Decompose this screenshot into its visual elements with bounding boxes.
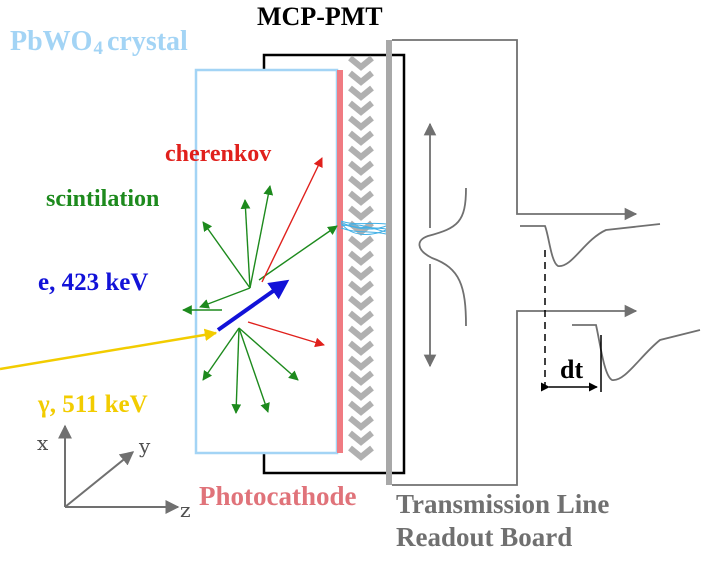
readout-board: [386, 40, 392, 485]
gamma-label: γ, 511 keV: [38, 391, 148, 418]
photocathode-label: Photocathode: [199, 481, 357, 511]
mcp-chevron-icon: [348, 295, 374, 311]
electron-label: e, 423 keV: [38, 269, 149, 296]
dt-marker: [540, 250, 602, 392]
mcp-chevron-icon: [348, 175, 374, 191]
scintillation-ray: [199, 287, 251, 309]
scintillation-ray: [258, 225, 338, 281]
cherenkov-photons: [247, 157, 325, 348]
coordinate-axes: [58, 424, 180, 514]
upper-waveform-icon: [520, 223, 661, 267]
scintillation-ray: [249, 185, 274, 289]
cherenkov-ray: [247, 321, 325, 348]
lower-waveform-icon: [572, 324, 701, 381]
gamma-ray: [0, 328, 218, 371]
transmission-line-label: Transmission Line: [396, 489, 610, 519]
mcp-chevron-icon: [348, 265, 374, 281]
mcp-chevron-icon: [348, 340, 374, 356]
mcp-chevron-icon: [348, 445, 374, 461]
scintillation-ray: [238, 327, 270, 413]
mcp-chevron-icon: [348, 190, 374, 206]
upper-signal-wire: [392, 39, 638, 221]
photon-bunch: [340, 220, 387, 235]
pulse-waveform-icon: [418, 187, 467, 327]
mcp-chevron-stack: [348, 55, 374, 461]
readout-board-label: Readout Board: [396, 522, 573, 552]
transmission-lines: [392, 39, 638, 486]
crystal-label-subscript: 4: [93, 38, 103, 59]
scintillation-ray: [202, 221, 251, 289]
mcp-chevron-icon: [348, 280, 374, 296]
mcp-chevron-icon: [348, 235, 374, 251]
mcp-chevron-icon: [348, 370, 374, 386]
scintillation-ray: [238, 327, 299, 381]
scintillation-ray: [231, 327, 242, 414]
pbwo4-crystal: [194, 68, 339, 455]
cherenkov-label: cherenkov: [165, 141, 272, 167]
propagation-indicator: [418, 122, 467, 368]
mcp-chevron-icon: [348, 115, 374, 131]
mcp-chevron-icon: [348, 205, 374, 221]
mcp-chevron-icon: [348, 385, 374, 401]
mcp-pmt-title: MCP-PMT: [257, 2, 383, 31]
z-axis-label: z: [180, 498, 191, 522]
mcp-chevron-icon: [348, 310, 374, 326]
y-axis-label: y: [139, 434, 151, 458]
mcp-chevron-icon: [348, 400, 374, 416]
electron-track: [216, 279, 290, 332]
mcp-chevron-icon: [348, 355, 374, 371]
mcp-chevron-icon: [348, 100, 374, 116]
mcp-chevron-icon: [348, 430, 374, 446]
mcp-chevron-icon: [348, 145, 374, 161]
scintillation-ray: [240, 199, 251, 289]
mcp-chevron-icon: [348, 55, 374, 71]
mcp-chevron-icon: [348, 250, 374, 266]
crystal-label-main: PbWO: [10, 26, 93, 57]
mcp-chevron-icon: [348, 130, 374, 146]
mcp-chevron-icon: [348, 415, 374, 431]
photocathode-layer: [337, 70, 343, 453]
scintillation-label: scintilation: [46, 186, 160, 212]
lower-signal-wire: [392, 304, 638, 486]
cherenkov-ray: [261, 157, 323, 283]
dt-label: dt: [560, 355, 584, 384]
output-waveforms: [520, 223, 701, 381]
mcp-chevron-icon: [348, 325, 374, 341]
y-axis-arrow: [64, 451, 135, 508]
mcp-chevron-icon: [348, 85, 374, 101]
crystal-label-suffix: crystal: [106, 26, 188, 57]
scintillation-photons: [182, 185, 338, 414]
mcp-chevron-icon: [348, 70, 374, 86]
x-axis-label: x: [37, 431, 49, 455]
mcp-chevron-icon: [348, 160, 374, 176]
scintillation-ray: [202, 327, 240, 381]
